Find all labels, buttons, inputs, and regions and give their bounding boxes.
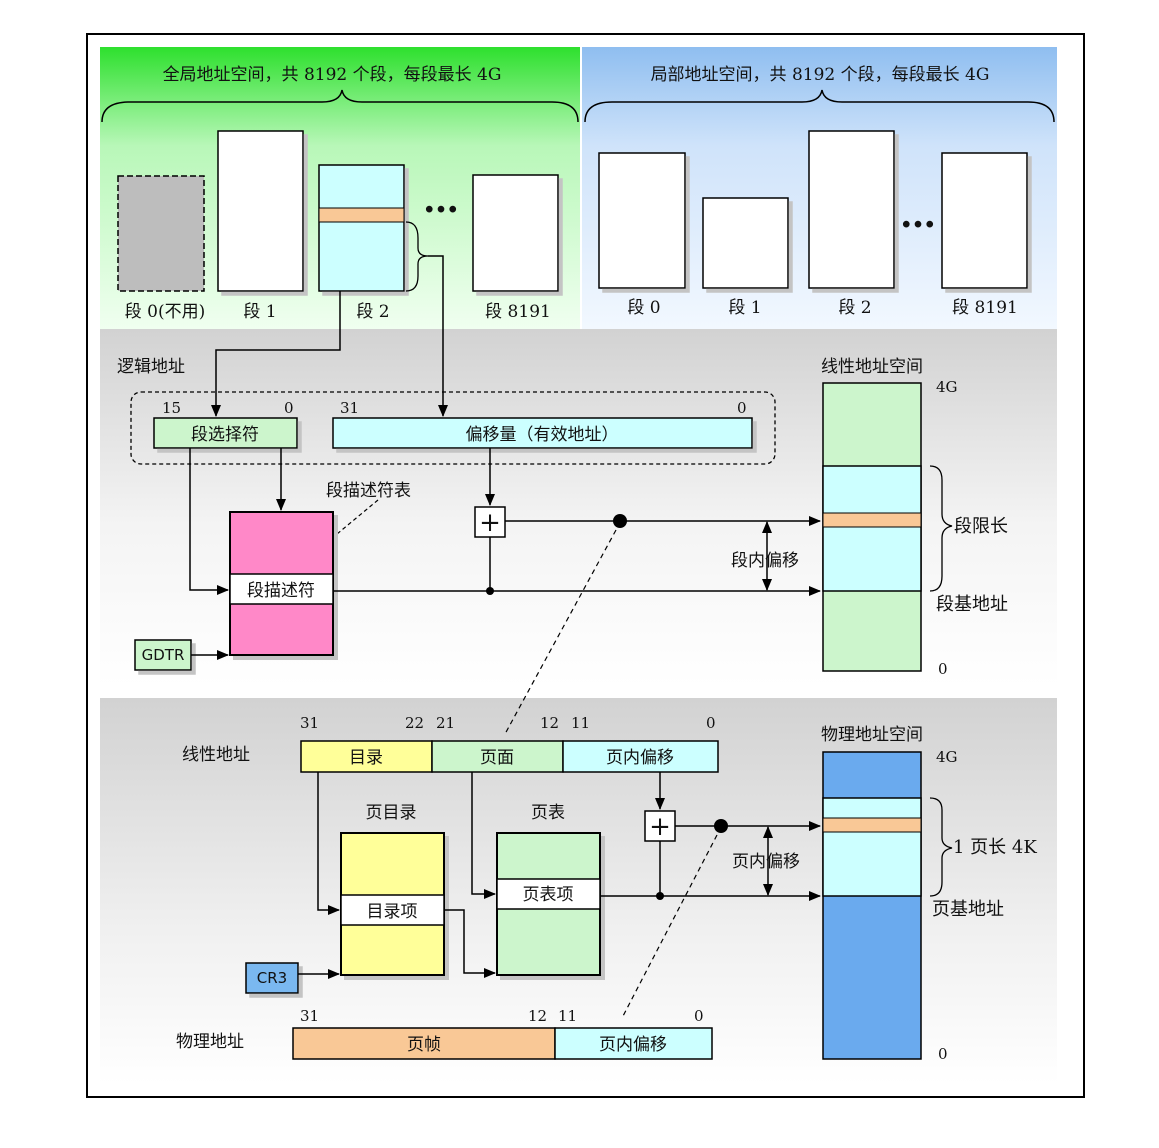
table-entry-label: 页表项	[523, 885, 574, 905]
segment-selector-box	[153, 417, 298, 449]
global-seg1-label: 段 1	[243, 302, 276, 322]
local-seg2-box	[808, 130, 895, 289]
pa-frame-label: 页帧	[407, 1035, 441, 1055]
physical-address-dot	[714, 819, 728, 833]
linear-space-top: 4G	[936, 378, 958, 396]
dir-field-to-entry-arrow	[317, 772, 340, 915]
local-space-brace	[584, 89, 1055, 123]
cr3-label: CR3	[257, 969, 287, 987]
local-seg1-label: 段 1	[728, 298, 761, 318]
seg-base-label: 段基地址	[936, 594, 1008, 615]
global-seg0-label: 段 0(不用)	[125, 302, 205, 322]
physical-space-stripe	[822, 817, 922, 833]
la-bit-22: 22	[405, 714, 424, 732]
la-bit-21: 21	[436, 714, 455, 732]
linear-space-bottom: 0	[938, 660, 948, 678]
page-base-label: 页基地址	[932, 899, 1004, 920]
la-bit-12: 12	[540, 714, 559, 732]
logical-address-label: 逻辑地址	[117, 357, 185, 377]
dir-entry-to-table-arrow	[444, 909, 496, 978]
segment-selector-label: 段选择符	[191, 425, 259, 445]
physical-address-link	[621, 834, 718, 1019]
local-seg0-label: 段 0	[627, 298, 660, 318]
dir-entry-label: 目录项	[367, 902, 418, 922]
la-dir-label: 目录	[349, 748, 383, 768]
global-seg2-box	[318, 164, 405, 292]
la-offset-field	[562, 740, 719, 773]
page-len-label: 1 页长 4K	[953, 837, 1037, 858]
global-space-title: 全局地址空间，共 8192 个段，每段最长 4G	[163, 65, 502, 85]
local-seg-last-box	[941, 152, 1028, 289]
seg2-to-selector-arrow	[211, 291, 341, 417]
global-seg-last-box	[472, 174, 559, 292]
physical-space-title: 物理地址空间	[821, 725, 923, 745]
local-seg1-box	[702, 197, 789, 289]
page-dir-title: 页目录	[366, 803, 417, 823]
pa-bit-12: 12	[528, 1007, 547, 1025]
logical-address-group	[130, 391, 776, 465]
local-seg0-box	[598, 152, 686, 289]
pa-bit-31: 31	[300, 1007, 319, 1025]
pa-frame-field	[292, 1027, 556, 1060]
descriptor-table-label: 段描述符表	[326, 481, 411, 501]
page-table-title: 页表	[531, 803, 565, 823]
selector-bit-hi: 15	[162, 399, 181, 417]
global-seg-last-label: 段 8191	[485, 302, 551, 322]
seg-offset-label: 段内偏移	[731, 551, 799, 571]
selector-bit-lo: 0	[284, 399, 294, 417]
local-space-title: 局部地址空间，共 8192 个段，每段最长 4G	[651, 65, 990, 85]
physical-space-top: 4G	[936, 748, 958, 766]
seg-limit-label: 段限长	[954, 516, 1008, 537]
segment-descriptor-box	[229, 573, 334, 605]
global-seg2-label: 段 2	[356, 302, 389, 322]
dir-entry-box	[340, 894, 445, 926]
physical-space-bottom: 0	[938, 1045, 948, 1063]
la-bit-11: 11	[571, 714, 590, 732]
offset-bit-lo: 0	[737, 399, 747, 417]
local-seg2-label: 段 2	[838, 298, 871, 318]
seg-limit-brace	[929, 465, 953, 592]
offset-bit-hi: 31	[340, 399, 359, 417]
linear-address-link	[504, 529, 617, 735]
global-space-brace	[101, 89, 579, 123]
linear-address-label: 线性地址	[182, 745, 250, 765]
la-offset-label: 页内偏移	[606, 748, 674, 768]
la-bit-31: 31	[300, 714, 319, 732]
seg2-to-offset-arrow	[428, 255, 448, 417]
physical-address-label: 物理地址	[176, 1032, 244, 1052]
pa-bit-11: 11	[558, 1007, 577, 1025]
local-seg-last-label: 段 8191	[952, 298, 1018, 318]
pa-offset-label: 页内偏移	[599, 1035, 667, 1055]
page-adder-plus: +	[649, 812, 671, 842]
offset-label: 偏移量（有效地址）	[466, 425, 619, 445]
local-dots: …	[900, 194, 936, 236]
la-bit-0: 0	[706, 714, 716, 732]
selector-to-descriptor-arrow	[189, 448, 229, 595]
linear-address-dot	[613, 514, 627, 528]
segment-adder-plus: +	[479, 508, 501, 538]
offset-box	[332, 417, 753, 449]
segment-adder	[474, 506, 506, 538]
gdtr-label: GDTR	[142, 646, 185, 664]
linear-space-title: 线性地址空间	[821, 357, 923, 377]
linear-space-segment	[822, 465, 922, 592]
cr3-register	[245, 962, 299, 994]
segment-descriptor-label: 段描述符	[247, 581, 315, 601]
global-seg2-descriptor-stripe	[318, 207, 405, 223]
physical-space-page	[822, 797, 922, 897]
global-seg0-box	[117, 175, 205, 292]
pa-offset-field	[554, 1027, 713, 1060]
table-entry-box	[496, 878, 601, 910]
global-dots: …	[423, 179, 459, 221]
linear-space-descriptor-stripe	[822, 512, 922, 528]
pa-bit-0: 0	[694, 1007, 704, 1025]
page-field-to-entry-arrow	[471, 772, 496, 899]
global-seg1-box	[217, 130, 304, 292]
la-page-label: 页面	[480, 748, 514, 768]
descriptor-table-pointer	[336, 499, 379, 535]
page-len-brace	[929, 797, 953, 897]
page-offset-label: 页内偏移	[732, 852, 800, 872]
